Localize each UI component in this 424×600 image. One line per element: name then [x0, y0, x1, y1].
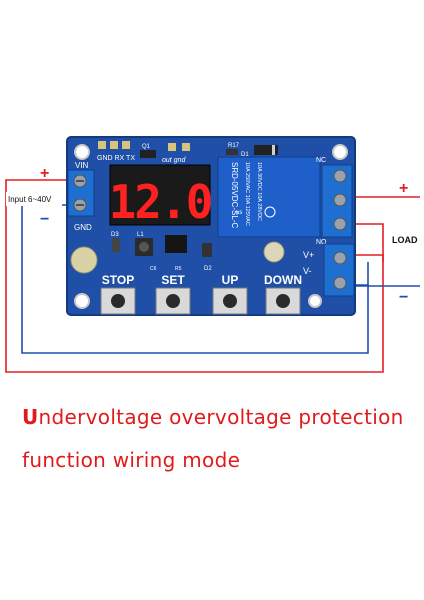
- button-stop[interactable]: STOP: [100, 273, 136, 315]
- capacitor: [70, 246, 98, 274]
- d3-led: [112, 238, 120, 252]
- d1-label: D1: [241, 152, 249, 158]
- v-plus-label: V+: [303, 250, 314, 260]
- button-up[interactable]: UP: [212, 273, 248, 315]
- gnd-label: GND: [74, 223, 92, 232]
- relay-us-mark: us: [236, 210, 242, 216]
- r5-label: R5: [175, 266, 182, 272]
- load-plus-sign: +: [399, 180, 408, 197]
- relay-rating-1: 10A 250VAC 10A 125VAC: [244, 162, 250, 226]
- d2-label: D2: [204, 266, 212, 272]
- red-input-wire: [5, 179, 384, 373]
- button-down[interactable]: DOWN: [264, 273, 302, 315]
- vin-label: VIN: [75, 161, 89, 170]
- header-pin: [122, 141, 130, 149]
- display-value: 12.0: [109, 175, 212, 229]
- button-set-label: SET: [161, 273, 185, 287]
- d1-band: [272, 145, 275, 155]
- button-set[interactable]: SET: [155, 273, 191, 315]
- caption-title: Undervoltage overvoltage protection: [22, 405, 404, 429]
- capacitor: [263, 241, 285, 263]
- gnd-pin: [182, 143, 190, 151]
- terminal-screw: [333, 193, 347, 207]
- l1-label: L1: [137, 232, 144, 238]
- ic-chip: [165, 235, 187, 253]
- mount-hole: [74, 293, 90, 309]
- mount-hole: [74, 144, 90, 160]
- relay-cert-mark: [264, 206, 276, 218]
- relay-model: SRD-05VDC-SL-C: [230, 162, 239, 228]
- out-pin: [168, 143, 176, 151]
- button-down-label: DOWN: [264, 273, 302, 287]
- out-gnd-label: out gnd: [162, 157, 186, 164]
- q1-label: Q1: [142, 144, 151, 150]
- r17-label: R17: [228, 143, 240, 149]
- q1-chip: [140, 150, 156, 158]
- terminal-screw: [333, 169, 347, 183]
- header-pin: [110, 141, 118, 149]
- mount-hole: [308, 294, 322, 308]
- d3-label: D3: [111, 232, 119, 238]
- load-red-wire-2: [345, 223, 384, 262]
- r17-resistor: [226, 149, 238, 155]
- header-labels: GND RX TX: [97, 155, 135, 162]
- header-pin: [98, 141, 106, 149]
- c6-label: C6: [150, 266, 157, 272]
- relay-rating-2: 10A 30VDC 10A 28VDC: [256, 162, 262, 221]
- caption-title-rest: ndervoltage overvoltage protection: [38, 405, 404, 429]
- input-voltage-label: Input 6~40V: [8, 195, 52, 204]
- v-minus-label: V-: [303, 266, 312, 276]
- terminal-screw: [333, 251, 347, 265]
- terminal-screw: [333, 276, 347, 290]
- load-minus-sign: −: [399, 289, 408, 306]
- mount-hole: [332, 144, 348, 160]
- caption-subtitle-text: function wiring mode: [22, 448, 241, 472]
- d2-led: [202, 243, 212, 257]
- load-label: LOAD: [392, 235, 418, 245]
- pcb-board: GND RX TX Q1 out gnd R17 D1 VIN GND 12.0…: [66, 136, 356, 316]
- input-plus-sign: +: [40, 165, 49, 182]
- caption-subtitle: function wiring mode: [22, 448, 240, 472]
- button-stop-label: STOP: [102, 273, 134, 287]
- button-up-label: UP: [222, 273, 239, 287]
- caption-first-letter: U: [22, 405, 39, 429]
- relay: [217, 156, 321, 238]
- d1-diode: [254, 145, 278, 155]
- nc-label: NC: [316, 157, 326, 164]
- terminal-screw: [333, 217, 347, 231]
- no-label: NO: [316, 239, 327, 246]
- input-minus-sign: −: [40, 211, 49, 228]
- seven-segment-display: [109, 164, 211, 226]
